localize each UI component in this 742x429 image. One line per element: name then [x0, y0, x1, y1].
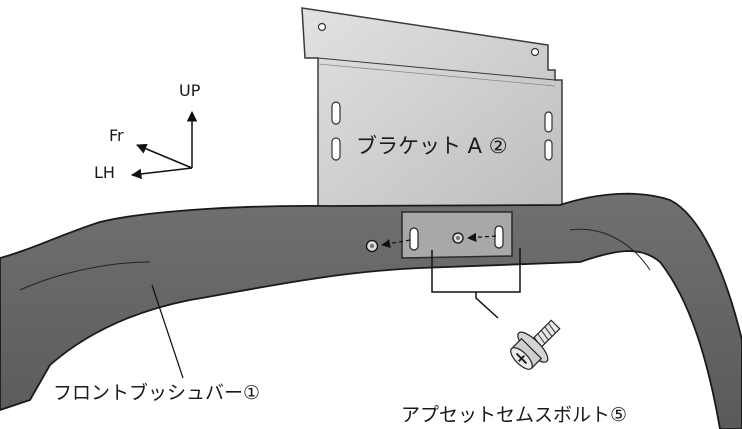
bolt-leader-lines — [431, 248, 521, 319]
bracket-label: ブラケット A ② — [356, 134, 508, 158]
bracket-plate — [301, 7, 563, 213]
bar-label: フロントブッシュバー① — [53, 382, 261, 404]
bar-hole-inner-left — [369, 243, 375, 249]
axis-up-label: UP — [179, 81, 201, 100]
tab-hole-inner-center — [456, 236, 460, 240]
direction-arrows — [130, 110, 198, 180]
bolt — [510, 319, 561, 370]
bar-leader-line — [151, 284, 184, 379]
axis-forward-label: Fr — [109, 126, 124, 145]
front-bush-bar — [0, 192, 742, 429]
alignment-arrow-left — [381, 239, 411, 249]
bolt-label: アプセットセムスボルト⑤ — [401, 404, 628, 426]
axis-left-label: LH — [94, 163, 115, 182]
alignment-arrow-right — [467, 232, 497, 242]
